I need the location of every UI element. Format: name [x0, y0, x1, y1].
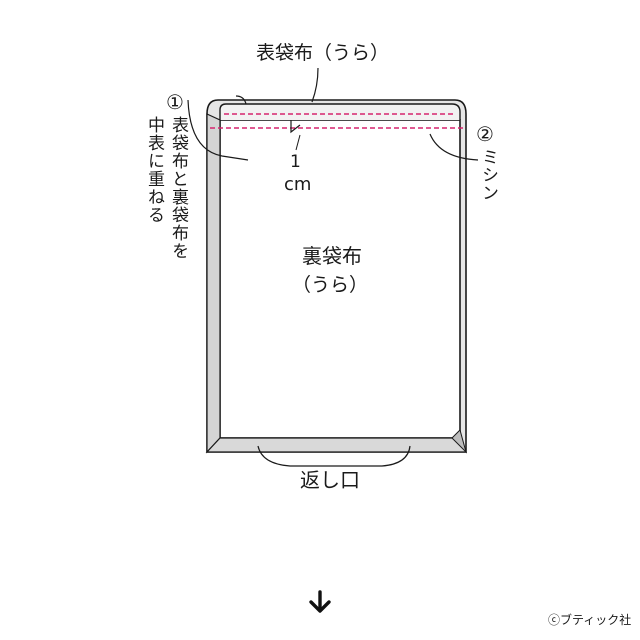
bottom-opening-strip	[205, 437, 467, 453]
opening-label: 返し口	[300, 468, 360, 492]
top-fabric-label: 表袋布（うら）	[256, 42, 390, 64]
opening-brace	[257, 445, 411, 467]
lining-fabric-panel	[219, 119, 461, 439]
lining-fabric-side: （うら）	[292, 274, 369, 296]
top-fabric-leader	[311, 67, 319, 103]
seam-allowance-unit: cm	[284, 174, 312, 195]
seam-allowance-leader	[295, 134, 301, 151]
seam-allowance-number: 1	[290, 152, 301, 172]
copyright-text: ⓒブティック社	[548, 613, 632, 627]
step2-leader	[429, 133, 479, 161]
step1-instruction-line1: 表袋布と裏袋布を	[168, 116, 188, 260]
step1-leader-top	[235, 95, 247, 105]
step1-instruction-line2: 中表に重ねる	[144, 116, 164, 224]
step2-instruction: ミシン	[478, 148, 498, 202]
down-arrow-icon	[309, 590, 331, 613]
step1-leader	[187, 99, 249, 161]
top-fold-edge	[219, 103, 461, 120]
step2-number: ②	[476, 122, 494, 146]
left-fold-strip	[206, 113, 221, 454]
lining-fabric-label: 裏袋布	[302, 244, 362, 268]
seam-allowance-marker	[290, 120, 301, 134]
step1-number: ①	[166, 90, 184, 114]
bottom-corner-fold	[451, 429, 467, 454]
